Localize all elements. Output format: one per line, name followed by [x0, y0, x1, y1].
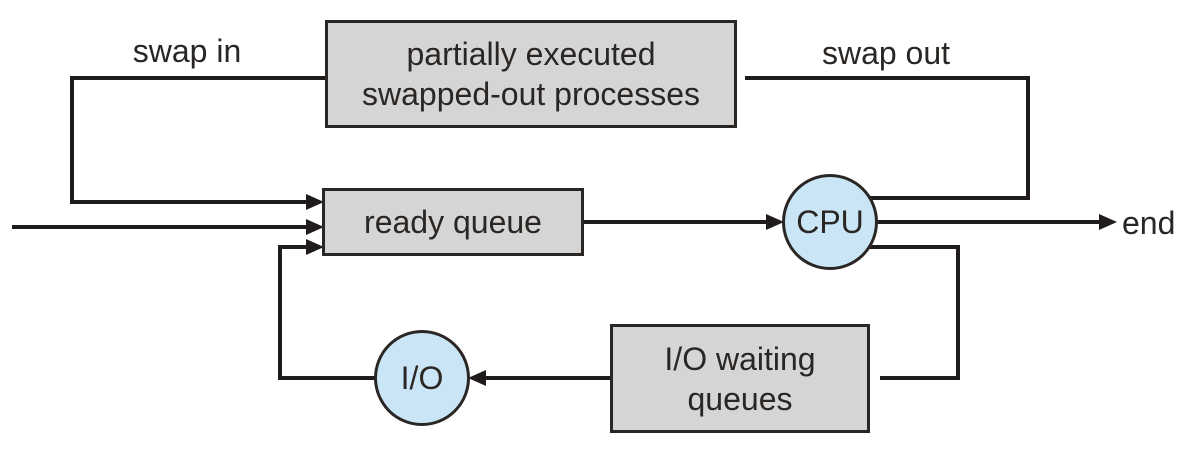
node-cpu-circle: CPU	[782, 174, 878, 270]
edge-io-return-vertical	[278, 245, 282, 380]
edge-swap-in-vertical	[70, 76, 74, 204]
arrowhead-into-cpu	[766, 214, 784, 230]
end-label: end	[1122, 205, 1176, 241]
edge-io-queues-to-io	[484, 376, 610, 380]
node-io-circle: I/O	[374, 330, 470, 426]
edge-swap-out-vertical	[1026, 76, 1030, 200]
ready-queue-label: ready queue	[364, 204, 542, 240]
arrowhead-swap-in-into-ready-queue	[306, 194, 324, 210]
swap-in-label: swap in	[132, 33, 242, 69]
edge-io-return-top	[278, 245, 310, 249]
edge-swap-out-top	[745, 76, 1030, 80]
edge-swap-out-from-cpu	[866, 196, 1030, 200]
edge-cpu-to-end	[872, 220, 1101, 224]
edge-entry-left	[12, 225, 308, 229]
arrowhead-end	[1099, 214, 1117, 230]
edge-into-io-queues-bottom	[880, 376, 960, 380]
io-waiting-label-line1: I/O waiting	[664, 340, 816, 377]
edge-ready-queue-to-cpu	[584, 220, 768, 224]
node-swapped-processes-box: partially executed swapped-out processes	[325, 20, 737, 128]
arrowhead-into-io	[468, 370, 486, 386]
node-io-waiting-queues-box: I/O waiting queues	[610, 324, 870, 433]
edge-cpu-to-io-queues-horizontal	[864, 245, 960, 249]
edge-swap-in-top	[70, 76, 327, 80]
arrowhead-entry-into-ready-queue	[306, 219, 324, 235]
edge-cpu-to-io-queues-vertical	[956, 245, 960, 380]
arrowhead-io-return-into-ready-queue	[306, 239, 324, 255]
edge-swap-in-bottom	[70, 200, 310, 204]
io-label: I/O	[400, 359, 444, 396]
swap-out-label: swap out	[821, 35, 951, 71]
edge-io-return-bottom	[278, 376, 378, 380]
io-waiting-label-line2: queues	[687, 380, 793, 417]
swapped-processes-label-line2: swapped-out processes	[362, 76, 700, 112]
cpu-label: CPU	[796, 203, 864, 240]
swapped-processes-label-line1: partially executed	[406, 36, 656, 72]
node-ready-queue-box: ready queue	[322, 188, 584, 256]
